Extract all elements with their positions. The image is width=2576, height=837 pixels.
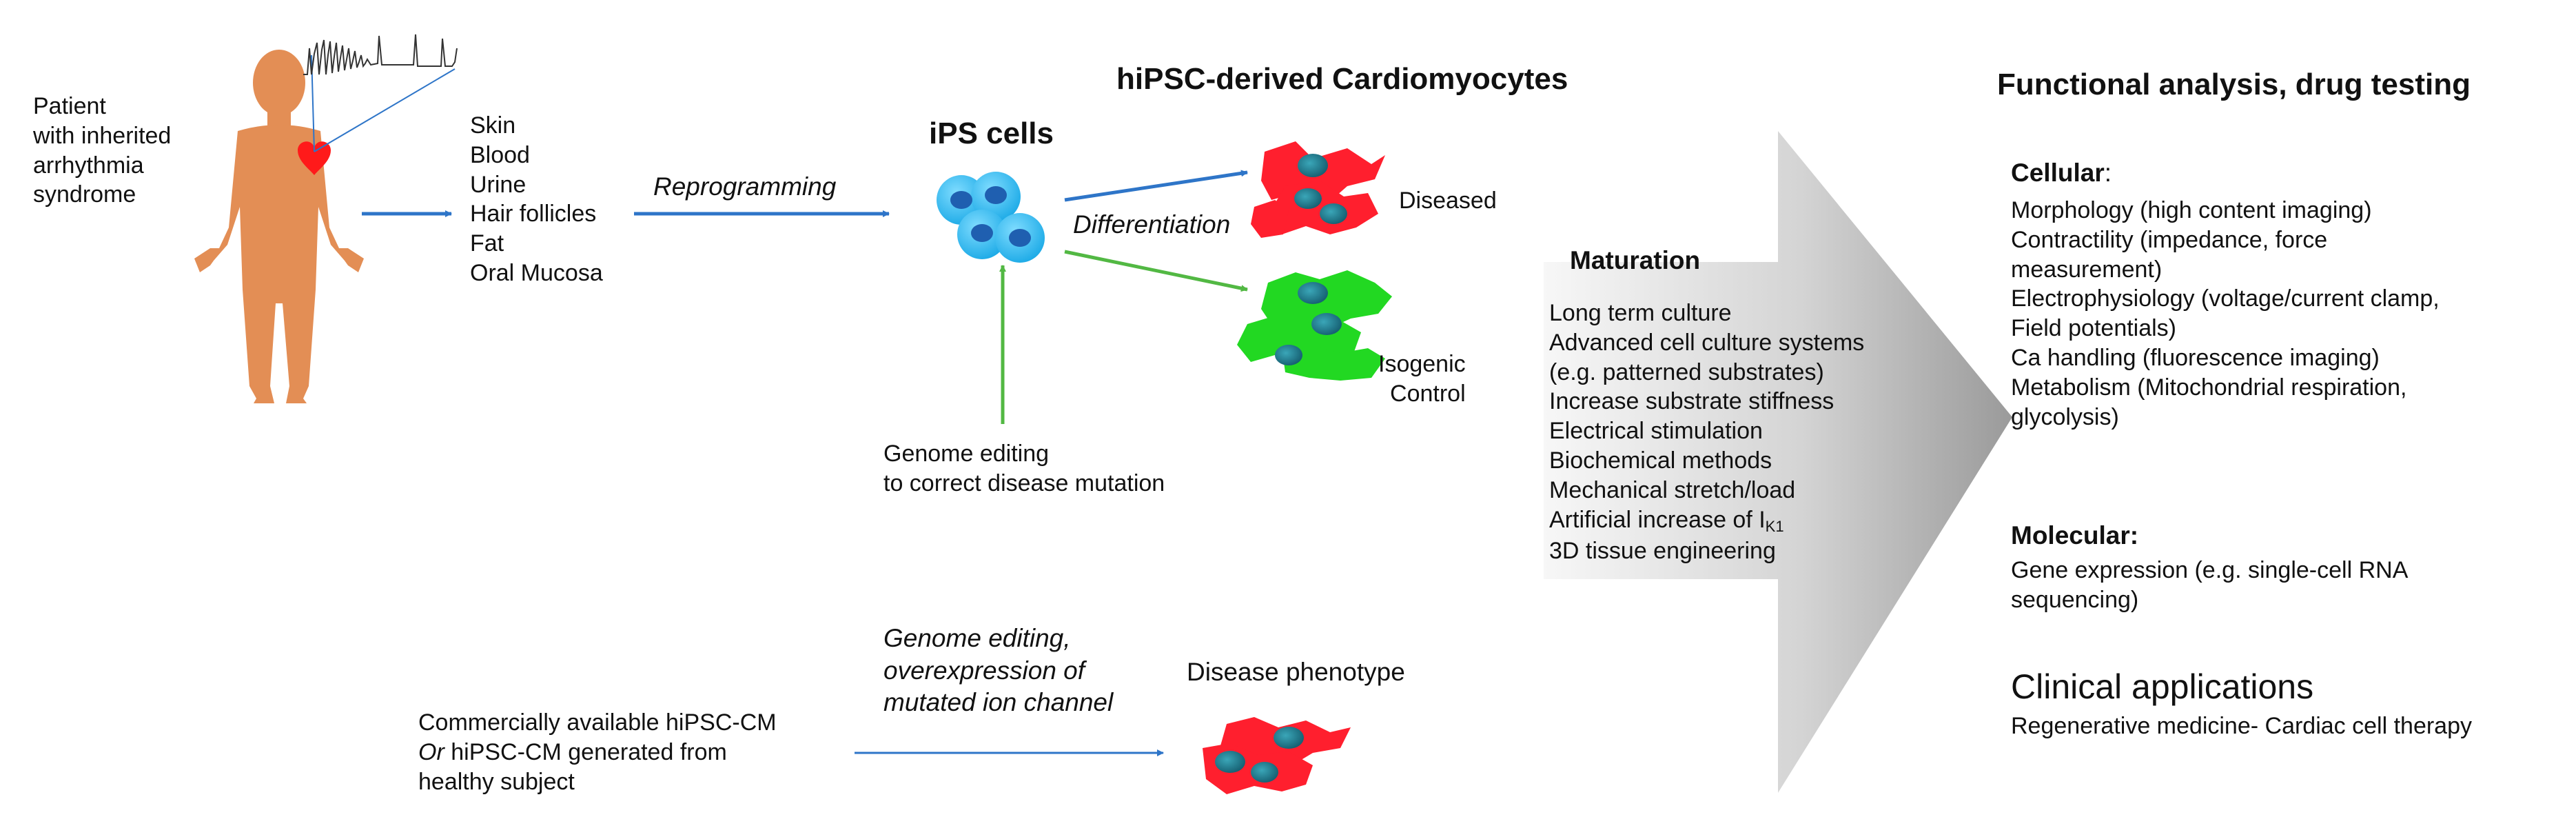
cellular-item: glycolysis) <box>2011 403 2119 430</box>
cellular-heading: Cellular: <box>2011 159 2112 187</box>
cellular-item: Metabolism (Mitochondrial respiration, <box>2011 374 2407 401</box>
maturation-item-ik1: Artificial increase of IK1 <box>1549 506 1784 535</box>
ips-cells-label: iPS cells <box>929 117 1054 150</box>
cellular-item: measurement) <box>2011 256 2163 283</box>
differentiation-label: Differentiation <box>1073 210 1231 239</box>
maturation-item: Advanced cell culture systems <box>1549 329 1865 356</box>
maturation-item: Biochemical methods <box>1549 447 1772 474</box>
clinical-heading: Clinical applications <box>2011 667 2314 706</box>
diseased-cells-icon <box>1251 141 1385 238</box>
molecular-heading: Molecular: <box>2011 521 2139 549</box>
ecg-trace-icon <box>303 34 458 75</box>
hipsc-title: hiPSC-derived Cardiomyocytes <box>1116 62 1568 96</box>
maturation-item: Long term culture <box>1549 300 1732 326</box>
cellular-item: Electrophysiology (voltage/current clamp… <box>2011 285 2440 312</box>
source-item: Blood <box>470 141 530 168</box>
maturation-item: Mechanical stretch/load <box>1549 476 1796 503</box>
arrow-to-isogenic <box>1064 250 1248 292</box>
maturation-item: Electrical stimulation <box>1549 418 1763 445</box>
cellular-item: Field potentials) <box>2011 315 2177 342</box>
maturation-item: 3D tissue engineering <box>1549 537 1776 564</box>
source-item: Oral Mucosa <box>470 260 603 287</box>
molecular-list: Gene expression (e.g. single-cell RNA se… <box>2011 556 2408 615</box>
diseased-label: Diseased <box>1399 188 1497 214</box>
isogenic-control-label: Isogenic Control <box>1378 351 1466 407</box>
clinical-item: Regenerative medicine- Cardiac cell ther… <box>2011 713 2472 739</box>
reprogramming-label: Reprogramming <box>653 172 837 201</box>
disease-phenotype-label: Disease phenotype <box>1187 658 1405 686</box>
patient-label: Patient with inherited arrhythmia syndro… <box>33 93 172 208</box>
molecular-item: sequencing) <box>2011 586 2139 613</box>
genome-editing-overexpression-label: Genome editing, overexpression of mutate… <box>883 624 1114 717</box>
commercial-hipsc-label: Commercially available hiPSC-CM Or hiPSC… <box>418 709 777 795</box>
maturation-title: Maturation <box>1570 246 1701 274</box>
phenotype-cells-icon <box>1203 717 1351 794</box>
source-item: Urine <box>470 171 527 198</box>
maturation-arrow <box>1544 131 2012 793</box>
arrow-to-diseased <box>1064 170 1248 202</box>
source-item: Hair follicles <box>470 201 597 228</box>
cellular-list: Morphology (high content imaging) Contra… <box>2011 196 2440 432</box>
cellular-item: Contractility (impedance, force <box>2011 226 2328 253</box>
functional-title: Functional analysis, drug testing <box>1997 68 2471 101</box>
cellular-item: Morphology (high content imaging) <box>2011 197 2372 223</box>
cellular-item: Ca handling (fluorescence imaging) <box>2011 345 2380 372</box>
ips-cells-icon <box>937 172 1045 263</box>
patient-figure <box>194 50 364 403</box>
source-item: Fat <box>470 230 504 257</box>
maturation-item: Increase substrate stiffness <box>1549 388 1834 415</box>
source-item: Skin <box>470 112 516 139</box>
heart-icon <box>298 141 331 175</box>
genome-editing-correct-label: Genome editing to correct disease mutati… <box>883 441 1165 496</box>
molecular-item: Gene expression (e.g. single-cell RNA <box>2011 557 2409 583</box>
maturation-list: Long term culture Advanced cell culture … <box>1549 299 1864 565</box>
maturation-item: (e.g. patterned substrates) <box>1549 359 1824 385</box>
tissue-sources-list: Skin Blood Urine Hair follicles Fat Oral… <box>470 111 603 288</box>
isogenic-cells-icon <box>1237 270 1392 381</box>
